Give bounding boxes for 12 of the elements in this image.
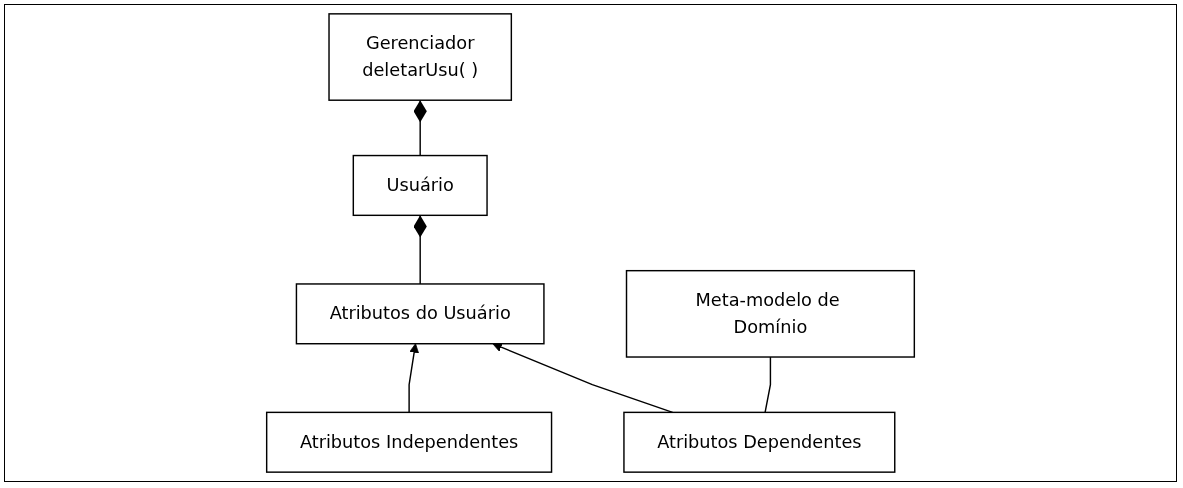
class-name: Atributos Independentes: [299, 430, 519, 455]
class-name: Usuário: [386, 173, 454, 198]
class-name: Atributos Dependentes: [657, 430, 862, 455]
class-member: deletarUsu( ): [362, 58, 479, 83]
arrow: [408, 343, 419, 414]
connector: [413, 99, 427, 157]
class-name: Atributos do Usuário: [329, 301, 511, 326]
class-name: Gerenciador: [364, 31, 476, 56]
connector: [413, 214, 427, 285]
connector: [764, 356, 772, 414]
class-name: Meta-modelo de Domínio: [694, 288, 841, 340]
arrow: [492, 342, 674, 414]
